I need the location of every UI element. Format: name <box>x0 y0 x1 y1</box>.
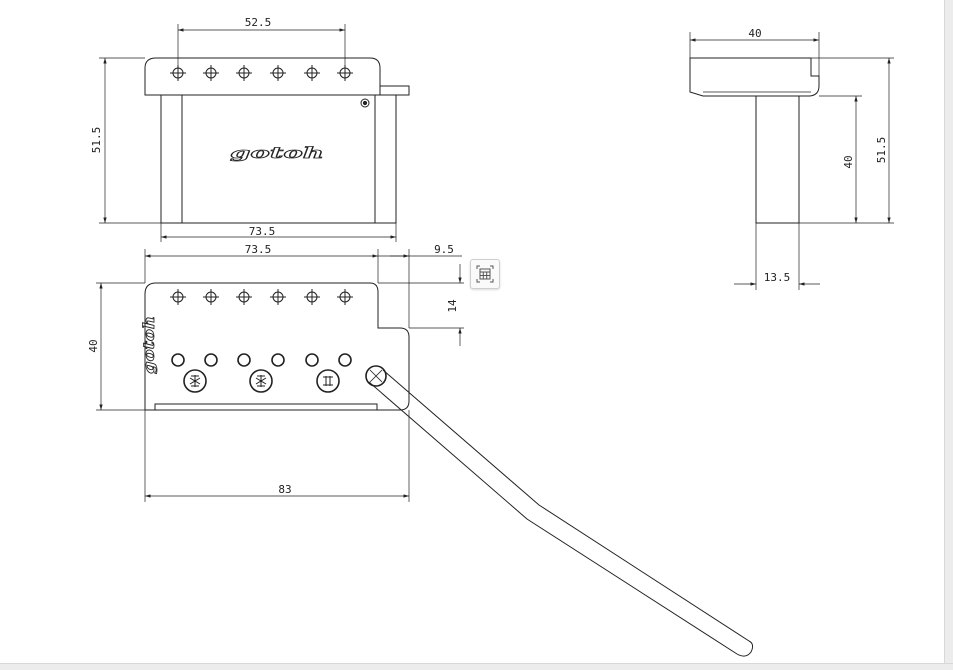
front-view-base <box>154 403 378 411</box>
dim-top-width: 73.5 <box>249 225 276 238</box>
stud-hole-icon <box>338 353 352 367</box>
string-hole-icon <box>270 289 286 305</box>
front-view-screws <box>183 369 340 393</box>
string-hole-icon <box>304 65 320 81</box>
window-bottom-edge <box>0 663 953 670</box>
string-hole-icon <box>170 65 186 81</box>
top-view-plate <box>144 57 410 96</box>
top-view <box>99 24 410 242</box>
front-view-string-holes <box>170 289 353 305</box>
string-hole-icon <box>203 289 219 305</box>
arm-socket-icon <box>365 365 387 387</box>
string-hole-icon <box>236 289 252 305</box>
window-right-edge <box>944 0 953 669</box>
stud-hole-icon <box>237 353 251 367</box>
dim-side-height: 51.5 <box>875 137 888 164</box>
front-view-logo: gotoh <box>140 316 158 374</box>
string-hole-icon <box>337 65 353 81</box>
dim-side-inner-height: 40 <box>842 155 855 168</box>
top-view-block <box>160 94 397 224</box>
top-view-logo: gotoh <box>230 144 324 162</box>
string-hole-icon <box>337 289 353 305</box>
stud-hole-icon <box>171 353 185 367</box>
dim-top-height: 51.5 <box>90 127 103 154</box>
string-hole-icon <box>203 65 219 81</box>
front-view-plate <box>144 282 410 411</box>
dim-side-block: 13.5 <box>764 271 791 284</box>
stud-hole-icon <box>305 353 319 367</box>
side-view-block <box>755 95 800 224</box>
front-view <box>96 249 754 657</box>
crosshead-screw-icon <box>183 369 207 393</box>
string-hole-icon <box>304 289 320 305</box>
string-hole-icon <box>170 289 186 305</box>
tremolo-arm <box>365 365 754 657</box>
table-grid-button[interactable] <box>470 259 500 289</box>
dim-top-hole-span: 52.5 <box>245 16 272 29</box>
stud-hole-icon <box>204 353 218 367</box>
dim-side-width: 40 <box>748 27 761 40</box>
side-view-plate <box>689 57 820 97</box>
crosshead-screw-icon <box>249 369 273 393</box>
string-hole-icon <box>270 65 286 81</box>
dim-front-overall: 83 <box>278 483 291 496</box>
table-grid-icon <box>476 265 494 283</box>
front-view-stud-holes <box>171 353 352 367</box>
dim-front-width: 73.5 <box>245 243 272 256</box>
top-view-screw-icon <box>360 98 370 108</box>
dim-front-height: 40 <box>87 339 100 352</box>
top-view-string-holes <box>170 65 353 81</box>
stud-hole-icon <box>271 353 285 367</box>
side-view <box>689 32 894 290</box>
string-hole-icon <box>236 65 252 81</box>
crosshead-screw-icon <box>316 369 340 393</box>
dim-front-step: 14 <box>446 299 459 313</box>
dim-front-offset: 9.5 <box>434 243 454 256</box>
